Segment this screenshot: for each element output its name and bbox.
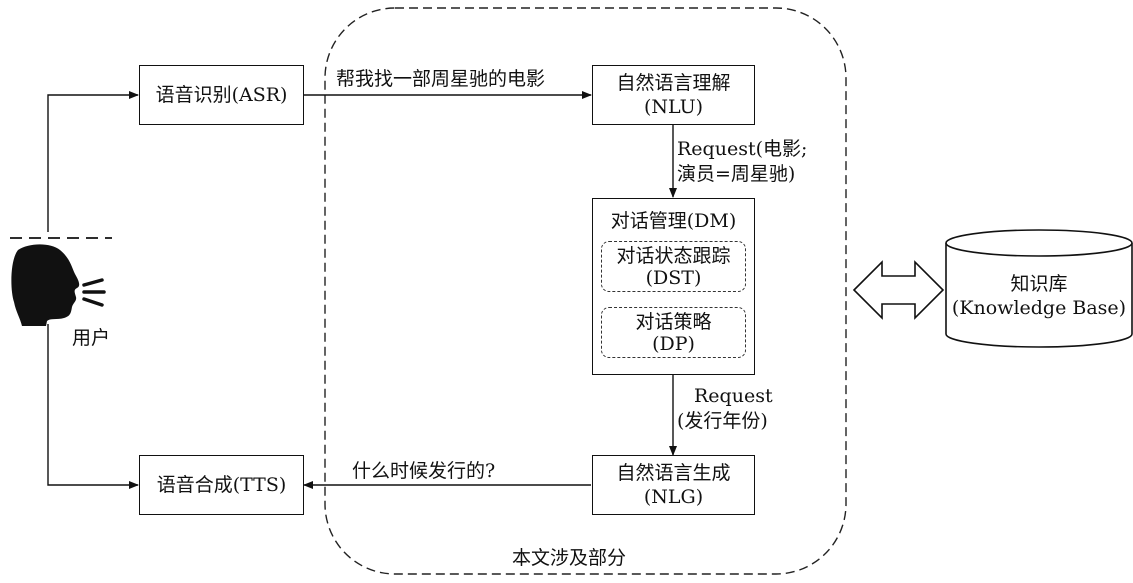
nlg-label-line1: 自然语言生成 [616,462,731,484]
knowledge-base-line1: 知识库 [1010,273,1068,295]
knowledge-base-line2: (Knowledge Base) [951,297,1127,319]
edge-label-dm-nlg: Request (发行年份) [677,384,773,434]
nlu-label-line1: 自然语言理解 [616,72,731,94]
tts-box: 语音合成(TTS) [139,455,304,515]
edge-label-dm-nlg-line1: Request [694,385,773,407]
dst-label-line2: (DST) [645,266,702,289]
dm-title: 对话管理(DM) [610,210,737,232]
knowledge-base-cylinder [945,229,1133,348]
speaking-head-icon [11,244,106,326]
dp-box: 对话策略 (DP) [601,307,746,358]
knowledge-base-label: 知识库 (Knowledge Base) [946,272,1132,320]
scope-boundary [324,7,847,575]
scope-label: 本文涉及部分 [512,547,627,569]
user-label: 用户 [72,327,111,349]
edge-label-nlu-dm-line2: 演员=周星驰) [677,163,796,185]
dp-label-line2: (DP) [652,332,695,355]
nlg-label-line2: (NLG) [643,486,704,508]
nlu-box: 自然语言理解 (NLU) [592,65,755,125]
edge-label-nlu-dm: Request(电影; 演员=周星驰) [677,137,807,187]
double-arrow-icon [852,260,945,320]
edge-label-asr-nlu: 帮我找一部周星驰的电影 [336,68,546,90]
edge-label-dm-nlg-line2: (发行年份) [677,410,768,432]
asr-label: 语音识别(ASR) [155,84,288,106]
edge-label-nlg-tts: 什么时候发行的? [352,460,496,482]
dst-label-line1: 对话状态跟踪 [616,244,731,267]
dp-label-line1: 对话策略 [635,310,712,333]
dst-box: 对话状态跟踪 (DST) [601,241,746,292]
tts-label: 语音合成(TTS) [156,474,287,496]
user-to-tts-arrow [47,324,139,489]
edge-label-nlu-dm-line1: Request(电影; [677,138,808,160]
nlg-box: 自然语言生成 (NLG) [592,455,755,515]
nlu-label-line2: (NLU) [643,96,704,118]
asr-box: 语音识别(ASR) [139,65,304,125]
user-to-asr-arrow [47,91,139,232]
